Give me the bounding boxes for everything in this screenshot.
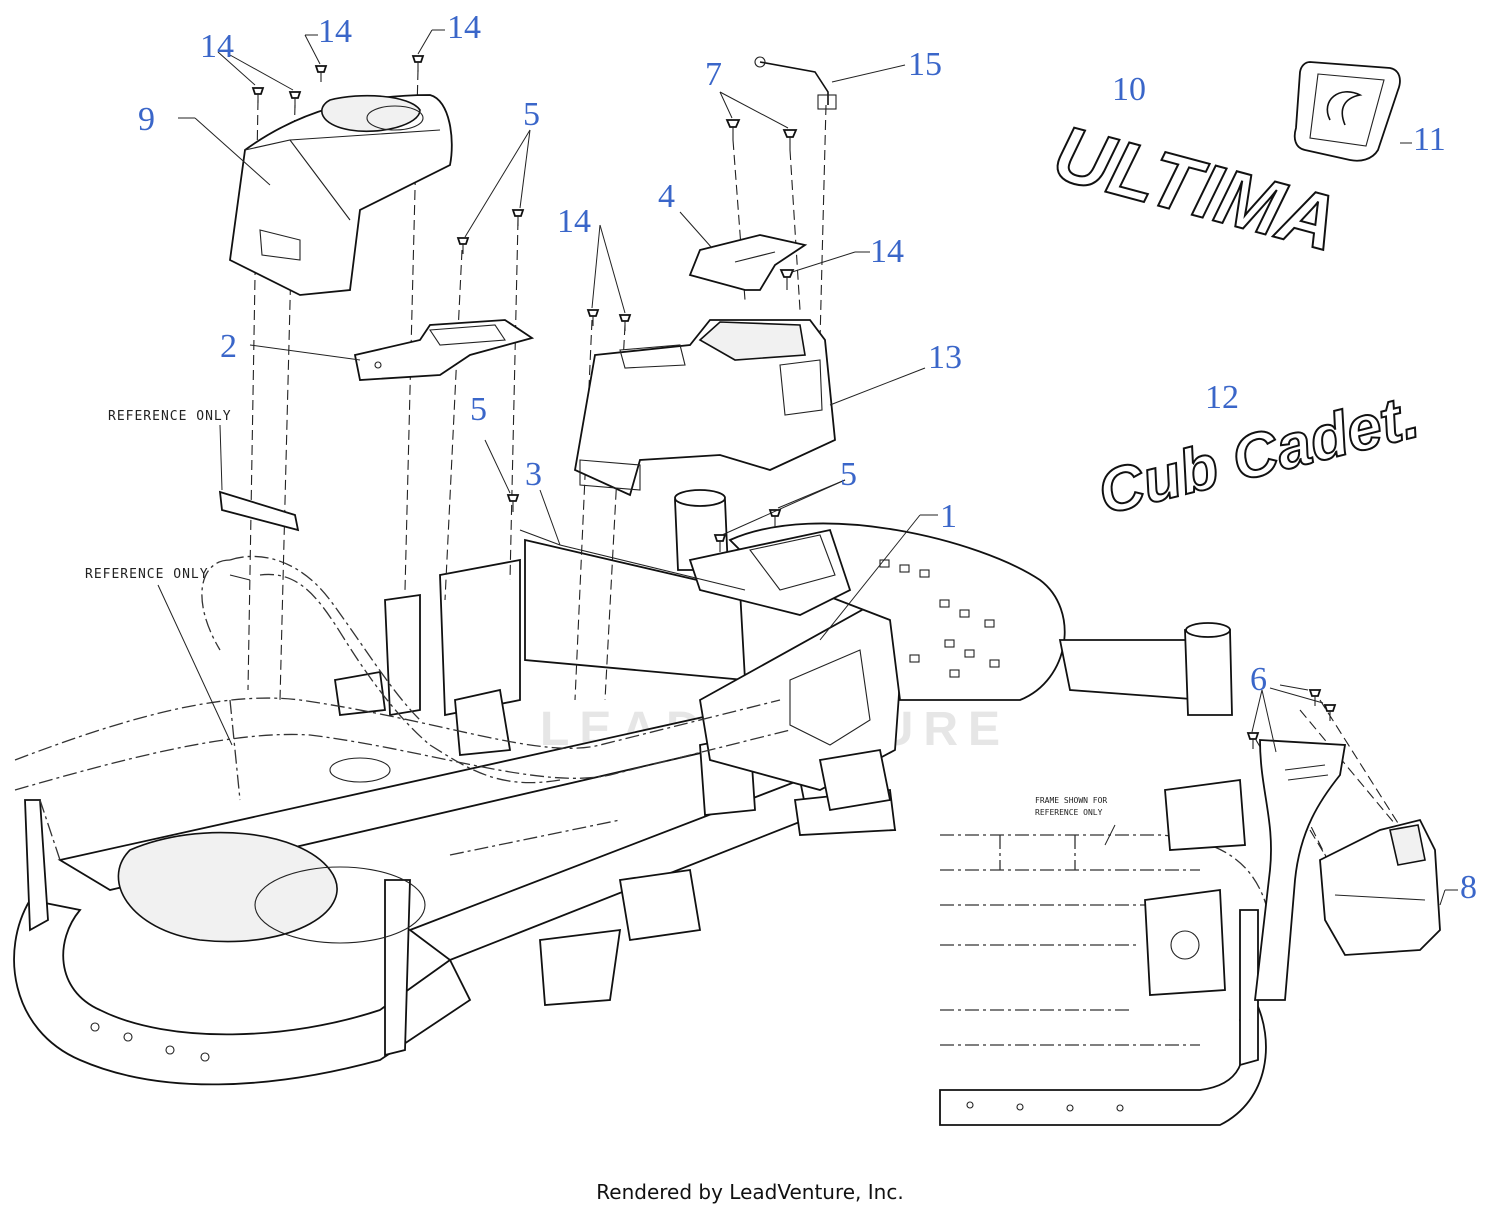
callout-6[interactable]: 6 (1250, 661, 1267, 698)
callout-15[interactable]: 15 (908, 46, 942, 83)
part-12-cub-cadet-emblem: Cub Cadet. (1091, 381, 1427, 529)
leader-lines (157, 29, 1458, 906)
frame-shown-note-line1: FRAME SHOWN FOR (1035, 796, 1107, 805)
callout-2[interactable]: 2 (220, 328, 237, 365)
frame-shown-note-line2: REFERENCE ONLY (1035, 808, 1103, 817)
reference-bracket (218, 490, 300, 532)
part-4-plate (688, 234, 808, 291)
reference-frame-outline (14, 555, 791, 861)
inset-frame-detail (939, 739, 1441, 1126)
callout-8[interactable]: 8 (1460, 869, 1477, 906)
callout-9[interactable]: 9 (138, 101, 155, 138)
callout-numbers: 14 14 14 9 5 2 5 3 14 4 7 15 14 13 5 1 1… (138, 9, 1477, 906)
part-13-console (573, 319, 836, 497)
fasteners (251, 55, 1337, 769)
chassis-frame (13, 489, 1233, 1086)
part-9-cover (229, 94, 453, 296)
callout-14a[interactable]: 14 (200, 28, 234, 65)
reference-only-note-2: REFERENCE ONLY (85, 567, 209, 582)
callout-14c[interactable]: 14 (447, 9, 481, 46)
part-15-rod (754, 56, 837, 110)
callout-10[interactable]: 10 (1112, 71, 1146, 108)
callout-14e[interactable]: 14 (870, 233, 904, 270)
callout-5b[interactable]: 5 (470, 391, 487, 428)
callout-13[interactable]: 13 (928, 339, 962, 376)
callout-5c[interactable]: 5 (840, 456, 857, 493)
callout-11[interactable]: 11 (1413, 121, 1446, 158)
callout-1[interactable]: 1 (940, 498, 957, 535)
reference-notes: REFERENCE ONLY REFERENCE ONLY FRAME SHOW… (85, 409, 1107, 817)
footer-credit: Rendered by LeadVenture, Inc. (596, 1180, 904, 1204)
svg-text:Cub Cadet.: Cub Cadet. (1092, 382, 1426, 528)
callout-5a[interactable]: 5 (523, 96, 540, 133)
callout-4[interactable]: 4 (658, 178, 675, 215)
reference-only-note-1: REFERENCE ONLY (108, 409, 232, 424)
part-2-plate (353, 319, 535, 381)
callout-3[interactable]: 3 (525, 456, 542, 493)
callout-14b[interactable]: 14 (318, 13, 352, 50)
part-11-badge (1293, 61, 1401, 162)
callout-7[interactable]: 7 (705, 56, 722, 93)
callout-12[interactable]: 12 (1205, 379, 1239, 416)
callout-14d[interactable]: 14 (557, 203, 591, 240)
